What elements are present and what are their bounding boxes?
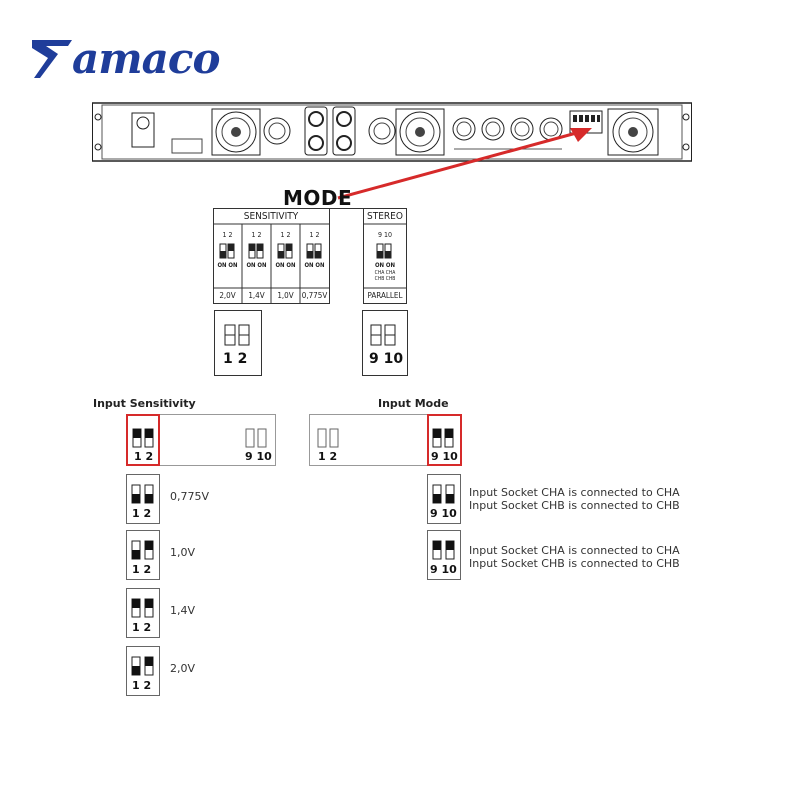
big-switch-1-2: 1 2 [214, 310, 262, 376]
sensitivity-switch-label: 1 2 [132, 679, 152, 692]
mode-arrow [337, 128, 592, 200]
sensitivity-value-2-0v: 2,0V [170, 662, 196, 675]
parallel-label: PARALLEL [367, 291, 403, 300]
brand-logo: amaco [28, 30, 238, 90]
mode-switch-row-2-icon [432, 540, 455, 560]
mode-overview-label-1-2: 1 2 [318, 450, 338, 463]
mini-switch-stereo [376, 243, 392, 259]
mini-switch-1-4v [248, 243, 264, 259]
sensitivity-switch-2-0v: 1 2 [126, 646, 160, 696]
mode-switch-label: 9 10 [430, 563, 457, 576]
sensitivity-switch-label: 1 2 [132, 563, 152, 576]
sensitivity-switch-1-4v-icon [131, 598, 154, 618]
sensitivity-switch-1-4v: 1 2 [126, 588, 160, 638]
switch-numbers: 1 2 [280, 231, 291, 239]
mode-table: SENSITIVITY STEREO 1 2 1 2 1 2 1 2 9 10 … [213, 208, 407, 304]
level-2v: 2,0V [219, 291, 236, 300]
mode-table-frame [213, 208, 407, 304]
sensitivity-highlight [126, 414, 160, 466]
cha-cha-label: CHA CHA [374, 270, 396, 276]
sensitivity-switch-label: 1 2 [132, 621, 152, 634]
stereo-numbers: 9 10 [377, 231, 393, 239]
brand-name: amaco [72, 34, 220, 83]
on-label: ON ON [374, 262, 396, 269]
mode-switch-row-1: 9 10 [427, 474, 461, 524]
sensitivity-overview-switches [132, 428, 267, 448]
input-sensitivity-title: Input Sensitivity [93, 397, 196, 410]
switch-numbers: 1 2 [251, 231, 262, 239]
mode-overview: 1 2 9 10 [309, 414, 462, 466]
mode-highlight [427, 414, 462, 466]
mode-switch-row-1-icon [432, 484, 455, 504]
big-switch-1-2-icon [224, 324, 250, 346]
sensitivity-value-1-0v: 1,0V [170, 546, 196, 559]
mode-switch-row-2: 9 10 [427, 530, 461, 580]
sensitivity-switch-label: 1 2 [132, 507, 152, 520]
sensitivity-header: SENSITIVITY [243, 211, 299, 222]
mode-title: MODE [283, 186, 353, 210]
mode-row-2-line-2: Input Socket CHB is connected to CHB [469, 557, 680, 570]
sensitivity-overview-label-9-10: 9 10 [245, 450, 272, 463]
mode-switch-label: 9 10 [430, 507, 457, 520]
on-label: ON ON [275, 262, 296, 269]
level-0-775v: 0,775V [301, 291, 328, 300]
brand-z-icon [32, 40, 72, 78]
mode-row-1-line-1: Input Socket CHA is connected to CHA [469, 486, 680, 499]
big-switch-9-10: 9 10 [362, 310, 408, 376]
level-1-4v: 1,4V [248, 291, 265, 300]
mini-switch-2v [219, 243, 235, 259]
on-label: ON ON [246, 262, 267, 269]
sensitivity-switch-0-775v: 1 2 [126, 474, 160, 524]
switch-numbers: 1 2 [309, 231, 320, 239]
stereo-header: STEREO [367, 211, 403, 222]
mode-overview-label-9-10: 9 10 [431, 450, 458, 463]
chb-chb-label: CHB CHB [374, 276, 396, 282]
sensitivity-value-1-4v: 1,4V [170, 604, 196, 617]
sensitivity-overview-label-1-2: 1 2 [134, 450, 154, 463]
input-mode-title: Input Mode [378, 397, 449, 410]
big-switch-9-10-label: 9 10 [369, 351, 404, 367]
amplifier-rear-panel [92, 102, 692, 162]
sensitivity-switch-1-0v-icon [131, 540, 154, 560]
mode-row-2-line-1: Input Socket CHA is connected to CHA [469, 544, 680, 557]
level-1-0v: 1,0V [277, 291, 294, 300]
sensitivity-switch-2-0v-icon [131, 656, 154, 676]
sensitivity-switch-0-775v-icon [131, 484, 154, 504]
sensitivity-overview: 1 2 9 10 [126, 414, 276, 466]
sensitivity-switch-1-0v: 1 2 [126, 530, 160, 580]
mode-row-1-line-2: Input Socket CHB is connected to CHB [469, 499, 680, 512]
on-label: ON ON [217, 262, 238, 269]
mode-overview-switches [317, 428, 454, 448]
big-switch-9-10-icon [370, 324, 396, 346]
mini-switch-0-775v [306, 243, 322, 259]
mini-switch-1-0v [277, 243, 293, 259]
big-switch-1-2-label: 1 2 [223, 351, 248, 367]
sensitivity-value-0-775v: 0,775V [170, 490, 210, 503]
on-label: ON ON [304, 262, 325, 269]
switch-numbers: 1 2 [222, 231, 233, 239]
